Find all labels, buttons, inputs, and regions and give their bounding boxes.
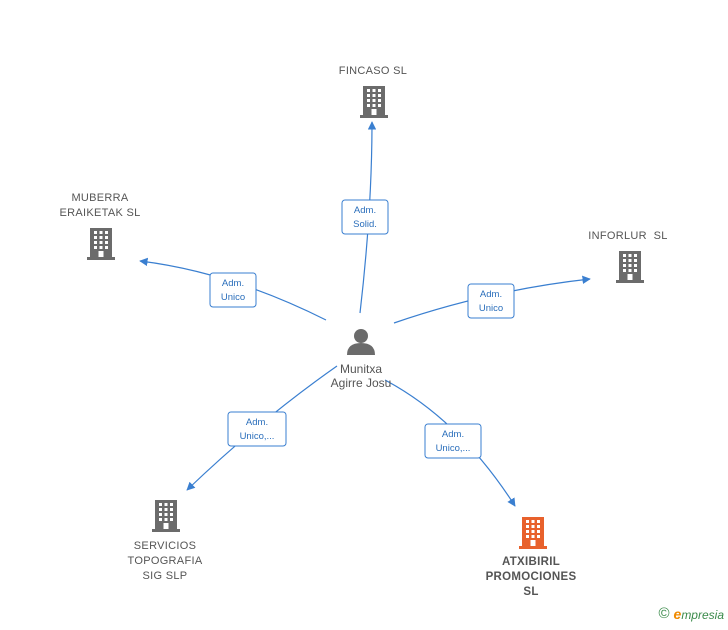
role-line2: Unico,... xyxy=(240,431,275,442)
company-name-line2: TOPOGRAFIA xyxy=(128,555,203,567)
company-name: FINCASO SL xyxy=(339,65,407,77)
role-line1: Adm. xyxy=(354,205,376,216)
role-box-fincaso[interactable]: Adm. Solid. xyxy=(341,199,389,235)
brand-logo: empresia xyxy=(673,605,724,622)
company-name-line3: SL xyxy=(523,586,538,598)
role-box-atxibiril[interactable]: Adm. Unico,... xyxy=(424,423,482,459)
footer-brand: © empresia xyxy=(658,605,724,622)
role-line1: Adm. xyxy=(246,417,268,428)
person-name-line2: Agirre Josu xyxy=(331,376,392,390)
company-name-line2: ERAIKETAK SL xyxy=(59,207,140,219)
company-node-inforlur[interactable]: INFORLUR SL xyxy=(588,230,667,283)
role-box-servicios[interactable]: Adm. Unico,... xyxy=(227,411,287,447)
role-line2: Unico xyxy=(479,303,503,314)
company-name-line3: SIG SLP xyxy=(143,570,188,582)
company-node-atxibiril[interactable]: ATXIBIRIL PROMOCIONES SL xyxy=(486,517,577,598)
building-icon xyxy=(360,86,388,118)
role-line1: Adm. xyxy=(222,278,244,289)
company-name-line2: PROMOCIONES xyxy=(486,571,577,583)
role-line2: Solid. xyxy=(353,219,377,230)
company-node-muberra[interactable]: MUBERRA ERAIKETAK SL xyxy=(59,192,140,260)
role-line1: Adm. xyxy=(442,429,464,440)
role-box-muberra[interactable]: Adm. Unico xyxy=(209,272,257,308)
role-line1: Adm. xyxy=(480,289,502,300)
company-name-line1: SERVICIOS xyxy=(134,540,196,552)
person-icon xyxy=(347,329,375,355)
role-line2: Unico,... xyxy=(436,443,471,454)
role-line2: Unico xyxy=(221,292,245,303)
building-icon xyxy=(152,500,180,532)
person-name-line1: Munitxa xyxy=(340,362,382,376)
copyright-symbol: © xyxy=(658,605,670,622)
company-node-fincaso[interactable]: FINCASO SL xyxy=(339,65,407,118)
company-name: INFORLUR SL xyxy=(588,230,667,242)
company-node-servicios[interactable]: SERVICIOS TOPOGRAFIA SIG SLP xyxy=(128,500,203,582)
company-name-line1: MUBERRA xyxy=(71,192,128,204)
building-icon xyxy=(616,251,644,283)
company-name-line1: ATXIBIRIL xyxy=(502,556,560,568)
building-icon xyxy=(87,228,115,260)
person-node[interactable]: Munitxa Agirre Josu xyxy=(331,329,392,390)
role-box-inforlur[interactable]: Adm. Unico xyxy=(467,283,515,319)
building-icon xyxy=(519,517,547,549)
